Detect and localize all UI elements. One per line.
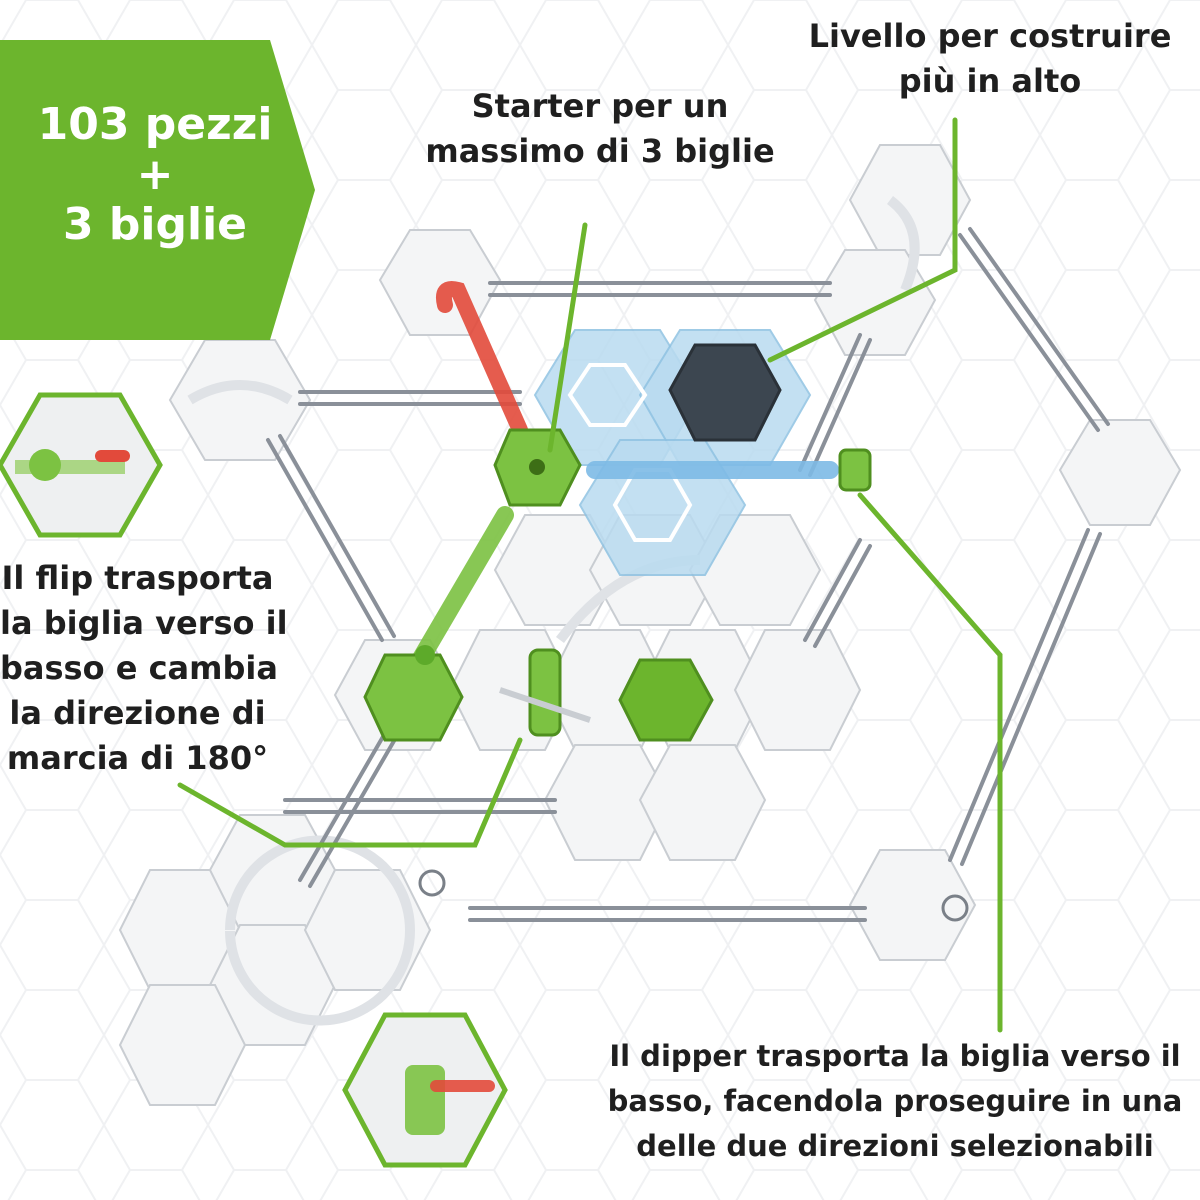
- tile: [638, 744, 767, 861]
- badge-plus: +: [136, 149, 174, 200]
- flip-part: [363, 645, 464, 742]
- green-connector: [838, 448, 872, 492]
- inset-flip-detail: [0, 392, 163, 538]
- pieces-badge-shape: [0, 40, 315, 340]
- badge-pieces: 103 pezzi: [37, 99, 273, 150]
- tile: [118, 984, 247, 1106]
- green-hex-tile: [618, 658, 714, 742]
- starter-part: [493, 428, 582, 507]
- tile: [303, 869, 432, 991]
- tile: [733, 629, 862, 751]
- rails: [266, 227, 1110, 922]
- tile: [168, 339, 312, 461]
- marble-ring: [418, 869, 446, 897]
- dipper-part: [499, 648, 591, 737]
- callout-starter: Starter per un massimo di 3 biglie: [425, 87, 775, 170]
- callout-dipper: Il dipper trasporta la biglia verso il b…: [607, 1039, 1183, 1163]
- callout-level: Livello per costruire più in alto: [808, 17, 1172, 100]
- green-tube: [411, 506, 514, 669]
- callout-flip: Il flip trasporta la biglia verso il bas…: [0, 559, 288, 777]
- level-socket: [668, 343, 782, 442]
- leader-lines: [177, 117, 1003, 1033]
- track-tiles: [118, 144, 1182, 1106]
- marble-ring: [941, 894, 969, 922]
- tile: [848, 849, 977, 961]
- tile: [1058, 419, 1182, 526]
- badge-marbles: 3 biglie: [62, 199, 247, 250]
- pieces-badge: 103 pezzi + 3 biglie: [0, 100, 310, 250]
- inset-dipper-detail: [342, 1012, 508, 1168]
- tile: [848, 144, 972, 256]
- red-tube: [435, 281, 528, 438]
